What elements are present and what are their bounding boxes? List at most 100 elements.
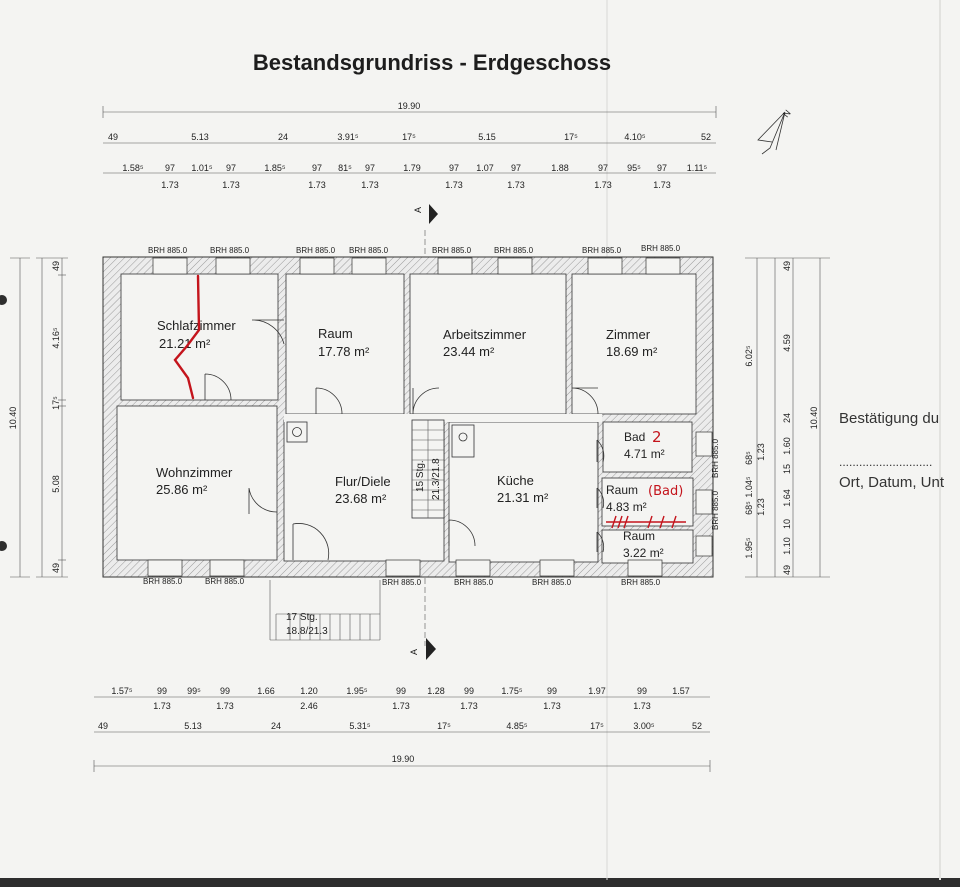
right-dim: 1.64 [782, 489, 792, 507]
overall-width-bottom: 19.90 [392, 754, 415, 764]
left-dim: 4.16⁵ [51, 327, 61, 349]
dim-label: 1.73 [507, 180, 525, 190]
outer-stairs-count: 17 Stg. [286, 612, 318, 623]
bad-number-note: 2 [652, 428, 662, 446]
inner-stairs-ratio: 21.3/21.8 [431, 458, 442, 500]
dim-label: 1.11⁵ [687, 163, 708, 173]
top-dims-row2: 1.58⁵ 97 1.01⁵ 97 1.85⁵ 97 81⁵ 97 1.79 9… [122, 163, 707, 190]
overall-width-top: 19.90 [398, 101, 421, 111]
red-wall-line [173, 274, 201, 400]
room-area: 3.22 m² [623, 546, 664, 560]
brh-label: BRH 885.0 [621, 578, 661, 587]
room-name: Küche [497, 473, 534, 488]
outer-staircase: 17 Stg. 18.8/21.3 [269, 580, 381, 641]
page-title: Bestandsgrundriss - Erdgeschoss [253, 50, 611, 75]
brh-label: BRH 885.0 [296, 246, 336, 255]
dim-label: 17⁵ [402, 132, 416, 142]
dim-label: 52 [701, 132, 711, 142]
dim-label: 24 [271, 721, 281, 731]
room-area: 21.21 m² [159, 336, 211, 351]
dim-label: 1.73 [222, 180, 240, 190]
dim-label: 99 [464, 686, 474, 696]
right-dim: 1.60 [782, 437, 792, 455]
section-arrow-top-icon [429, 204, 438, 224]
room-name: Bad [624, 430, 645, 444]
dim-label: 2.46 [300, 701, 318, 711]
right-dim: 1.04⁵ [744, 476, 754, 498]
left-dim: 49 [51, 261, 61, 271]
right-dim: 15 [782, 464, 792, 474]
dim-label: 1.73 [361, 180, 379, 190]
dim-label: 97 [657, 163, 667, 173]
brh-label: BRH 885.0 [148, 246, 188, 255]
room-name: Raum [606, 483, 638, 497]
bottom-dims-row2: 49 5.13 24 5.31⁵ 17⁵ 4.85⁵ 17⁵ 3.00⁵ 52 [98, 721, 702, 731]
dim-label: 97 [226, 163, 236, 173]
dim-label: 1.85⁵ [264, 163, 286, 173]
dim-label: 4.85⁵ [506, 721, 528, 731]
dim-label: 4.10⁵ [624, 132, 646, 142]
room-area: 23.68 m² [335, 491, 387, 506]
left-total: 10.40 [8, 407, 18, 430]
dim-label: 17⁵ [437, 721, 451, 731]
room-name: Raum [318, 326, 353, 341]
dim-label: 99 [396, 686, 406, 696]
dim-label: 1.28 [427, 686, 445, 696]
north-arrow-icon: N [757, 108, 793, 155]
bottom-dimension-lines [93, 696, 711, 772]
brh-label: BRH 885.0 [382, 578, 422, 587]
windows-top [152, 257, 681, 275]
section-marker-top: A [413, 207, 423, 213]
room-labels: Schlafzimmer 21.21 m² Raum 17.78 m² Arbe… [156, 318, 665, 560]
brh-label: BRH 885.0 [711, 438, 720, 478]
room-name: Raum [623, 529, 655, 543]
right-dim: 6.02⁵ [744, 345, 754, 367]
dim-label: 1.88 [551, 163, 569, 173]
dim-label: 52 [692, 721, 702, 731]
inner-stairs-count: 15 Stg. [415, 460, 426, 492]
dim-label: 5.15 [478, 132, 496, 142]
dim-label: 99 [220, 686, 230, 696]
outer-stairs-ratio: 18.8/21.3 [286, 626, 328, 637]
right-dim: 10 [782, 519, 792, 529]
handwritten-annotations: 2 (Bad) [173, 274, 686, 529]
section-marker-bottom: A [409, 649, 419, 655]
bad-note: (Bad) [648, 484, 683, 499]
place-date-label: Ort, Datum, Unt [839, 474, 945, 491]
room-area: 21.31 m² [497, 490, 549, 505]
right-dim: 68⁵ [744, 501, 754, 515]
dim-label: 1.01⁵ [191, 163, 213, 173]
signature-line: ............................ [839, 455, 932, 469]
brh-label: BRH 885.0 [711, 490, 720, 530]
dim-label: 1.66 [257, 686, 275, 696]
inner-staircase: 15 Stg. 21.3/21.8 [411, 419, 445, 519]
room-area: 25.86 m² [156, 482, 208, 497]
dim-label: 1.07 [476, 163, 494, 173]
room-name: Zimmer [606, 327, 651, 342]
right-dim: 24 [782, 413, 792, 423]
chimney-icon [286, 421, 308, 443]
room-name: Schlafzimmer [157, 318, 236, 333]
dim-label: 1.95⁵ [346, 686, 368, 696]
bottom-dims-row1: 1.57⁵ 99 99⁵ 99 1.66 1.20 1.95⁵ 99 1.28 … [111, 686, 689, 711]
dim-label: 1.20 [300, 686, 318, 696]
dim-label: 5.31⁵ [349, 721, 371, 731]
brh-label: BRH 885.0 [582, 246, 622, 255]
dim-label: 1.73 [460, 701, 478, 711]
brh-label: BRH 885.0 [143, 577, 183, 586]
room-area: 23.44 m² [443, 344, 495, 359]
dim-label: 1.57 [672, 686, 690, 696]
dim-label: 49 [108, 132, 118, 142]
building-walls [102, 256, 714, 578]
right-dim: 49 [782, 261, 792, 271]
brh-label: BRH 885.0 [494, 246, 534, 255]
svg-text:N: N [781, 108, 793, 119]
dim-label: 1.73 [594, 180, 612, 190]
right-dim: 68⁵ [744, 451, 754, 465]
red-hatch-marks [606, 515, 686, 529]
room-name: Arbeitszimmer [443, 327, 527, 342]
dim-label: 1.73 [153, 701, 171, 711]
dim-label: 5.13 [184, 721, 202, 731]
dim-label: 99 [547, 686, 557, 696]
